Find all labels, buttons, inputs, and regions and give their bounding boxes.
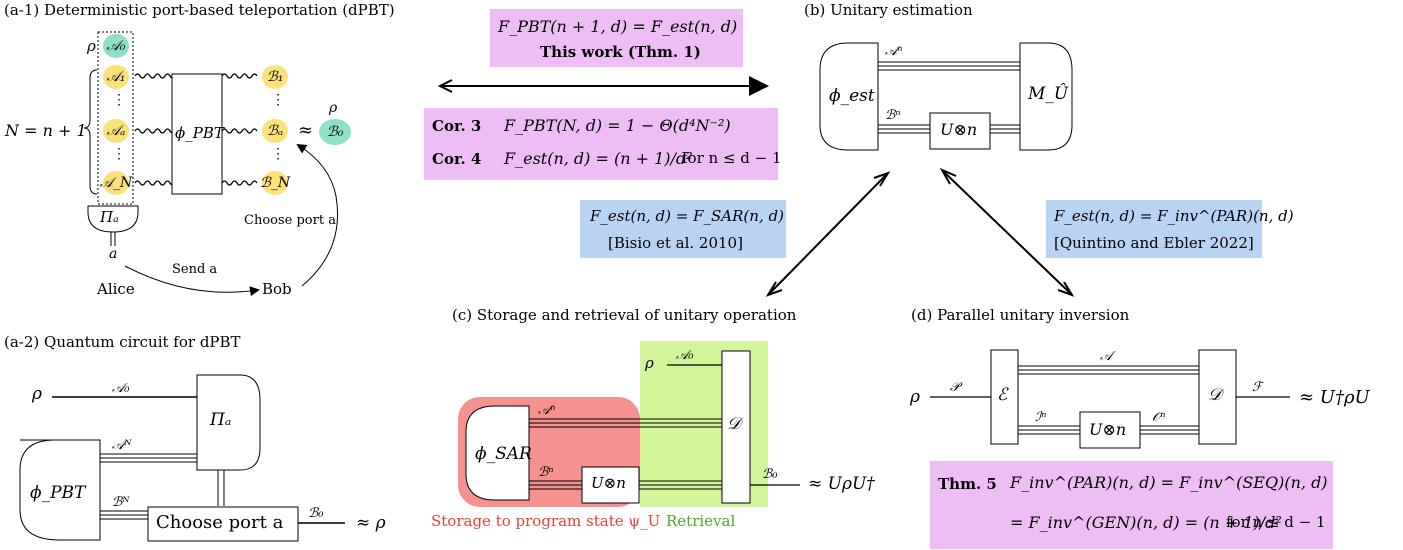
thm5-line2: = F_inv^(GEN)(n, d) = (n + 1)/d² [1010,513,1282,532]
d-U-tensor: U⊗n [1089,420,1127,439]
d-rho-label: ρ [910,387,920,407]
c-U-tensor: U⊗n [591,474,626,492]
cor4-condition: for n ≤ d − 1 [682,149,782,167]
d-A-label: 𝒜 [1100,349,1113,364]
cor3-label: Cor. 3 [432,117,482,135]
this-work-box: F_PBT(n + 1, d) = F_est(n, d) This work … [490,9,743,67]
this-work-equation: F_PBT(n + 1, d) = F_est(n, d) [498,17,738,36]
AN-node: 𝒜_N [100,171,132,195]
rho-out-label: ρ [329,100,338,116]
A1-node: 𝒜₁ [103,65,129,89]
dots-a-bottom: ⋮ [112,146,126,162]
a2-phi-pbt: ϕ_PBT [30,483,86,503]
bisio-citation: [Bisio et al. 2010] [608,234,743,252]
choose-port-label: Choose port a [244,213,336,228]
c-rho-label: ρ [645,354,654,372]
a2-output: ≈ ρ [356,513,386,533]
cor4-equation: F_est(n, d) = (n + 1)/d² [504,149,693,168]
d-output: ≈ U†ρU [1299,387,1370,408]
c-An-label: 𝒜ⁿ [538,403,556,418]
thm5-condition: for n ≤ d − 1 [1226,513,1326,531]
dots-b-top: ⋮ [271,92,285,108]
b-phi-est: ϕ_est [829,86,875,106]
a2-BN-label: ℬᴺ [112,495,130,510]
dots-a-top: ⋮ [112,92,126,108]
a2-rho-label: ρ [32,384,42,404]
B1-node: ℬ₁ [262,65,288,89]
cor4-label: Cor. 4 [432,150,482,168]
b-U-tensor: U⊗n [940,120,978,139]
c-phi-sar: ϕ_SAR [475,444,532,464]
approx-sign: ≈ [298,120,314,141]
send-a-label: Send a [172,262,218,277]
panel-b-title: (b) Unitary estimation [804,1,973,19]
c-output: ≈ UρU† [808,474,875,494]
c-Bn-label: ℬⁿ [538,465,554,480]
c-A0-label: 𝒜₀ [676,348,694,363]
A0-node: 𝒜₀ [103,34,129,58]
Aa-node: 𝒜ₐ [103,119,129,143]
d-F-label: ℱ [1252,380,1263,395]
rho-label: ρ [87,37,96,55]
d-E-label: ℰ [997,385,1008,405]
phi-pbt-label: ϕ_PBT [175,124,224,142]
bisio-equation: F_est(n, d) = F_SAR(n, d) [590,207,784,225]
panel-c-title: (c) Storage and retrieval of unitary ope… [452,306,797,324]
thm5-box: Thm. 5 F_inv^(PAR)(n, d) = F_inv^(SEQ)(n… [930,461,1333,549]
quintino-equation: F_est(n, d) = F_inv^(PAR)(n, d) [1054,207,1294,225]
a2-pi-a: Πₐ [210,410,232,430]
a-output-label: a [109,246,118,262]
dots-b-bottom: ⋮ [271,146,285,162]
c-D-label: 𝒟 [727,414,741,434]
panel-a1-title: (a-1) Deterministic port-based teleporta… [4,1,395,19]
alice-label: Alice [97,280,135,298]
d-On-label: 𝒪ⁿ [1152,410,1166,425]
bisio-box: F_est(n, d) = F_SAR(n, d) [Bisio et al. … [580,200,786,258]
this-work-label: This work (Thm. 1) [540,43,701,61]
d-P-label: 𝒫 [950,380,960,395]
thm5-line1: F_inv^(PAR)(n, d) = F_inv^(SEQ)(n, d) [1010,473,1328,492]
Ba-node: ℬₐ [262,119,288,143]
pi-a-label: Πₐ [100,208,119,226]
b-Bn-label: ℬⁿ [885,108,901,123]
b-M-label: M_Û [1028,84,1069,104]
cor3-equation: F_PBT(N, d) = 1 − Θ(d⁴N⁻²) [504,116,731,135]
quintino-box: F_est(n, d) = F_inv^(PAR)(n, d) [Quintin… [1046,200,1294,258]
quintino-citation: [Quintino and Ebler 2022] [1054,234,1254,252]
a2-B0-label: ℬ₀ [308,506,324,521]
a2-choose-port: Choose port a [156,512,284,533]
bob-label: Bob [262,280,292,298]
c-B0-label: ℬ₀ [762,467,778,482]
B0-node: ℬ₀ [319,119,351,145]
a2-A0-label: 𝒜₀ [112,381,130,396]
a2-AN-label: 𝒜ᴺ [112,438,132,453]
storage-label: Storage to program state ψ_U [431,512,661,530]
b-An-label: 𝒜ⁿ [885,44,903,59]
retrieval-label: Retrieval [666,512,736,530]
N-equation: N = n + 1 [5,121,87,140]
panel-d-title: (d) Parallel unitary inversion [911,306,1130,324]
thm5-label: Thm. 5 [938,475,997,493]
d-In-label: ℐⁿ [1035,410,1047,425]
d-D-label: 𝒟 [1208,385,1222,405]
corollary-box: Cor. 3 F_PBT(N, d) = 1 − Θ(d⁴N⁻²) Cor. 4… [424,108,782,180]
panel-a2-title: (a-2) Quantum circuit for dPBT [4,333,241,351]
BN-node: ℬ_N [260,171,290,195]
